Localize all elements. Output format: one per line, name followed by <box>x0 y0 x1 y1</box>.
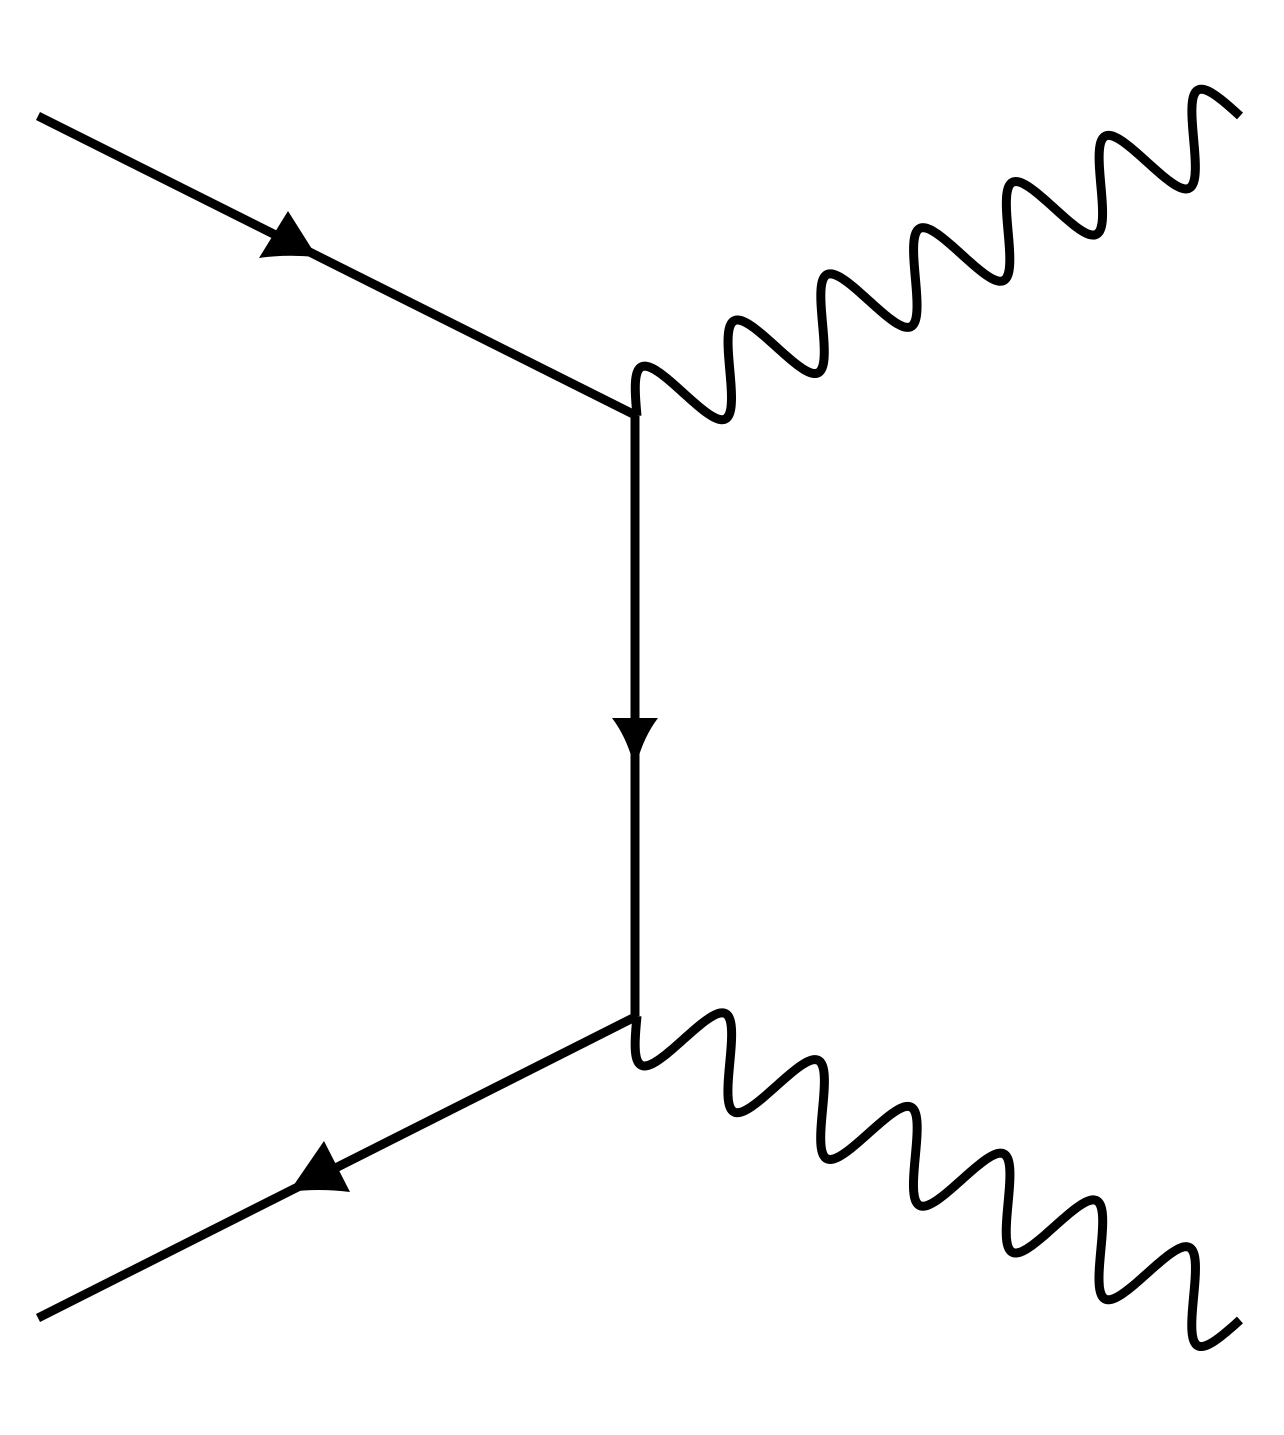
propagator-fermion-arrow-icon <box>612 718 658 770</box>
outgoing-photon-top-line <box>630 84 1244 425</box>
incoming-fermion-top-line <box>35 111 640 421</box>
outgoing-photon-bottom-line <box>630 1008 1243 1352</box>
incoming-fermion-bottom-arrow-icon <box>289 1141 350 1192</box>
incoming-fermion-top-arrow-icon <box>259 211 317 258</box>
incoming-fermion-bottom-line <box>35 1011 640 1323</box>
